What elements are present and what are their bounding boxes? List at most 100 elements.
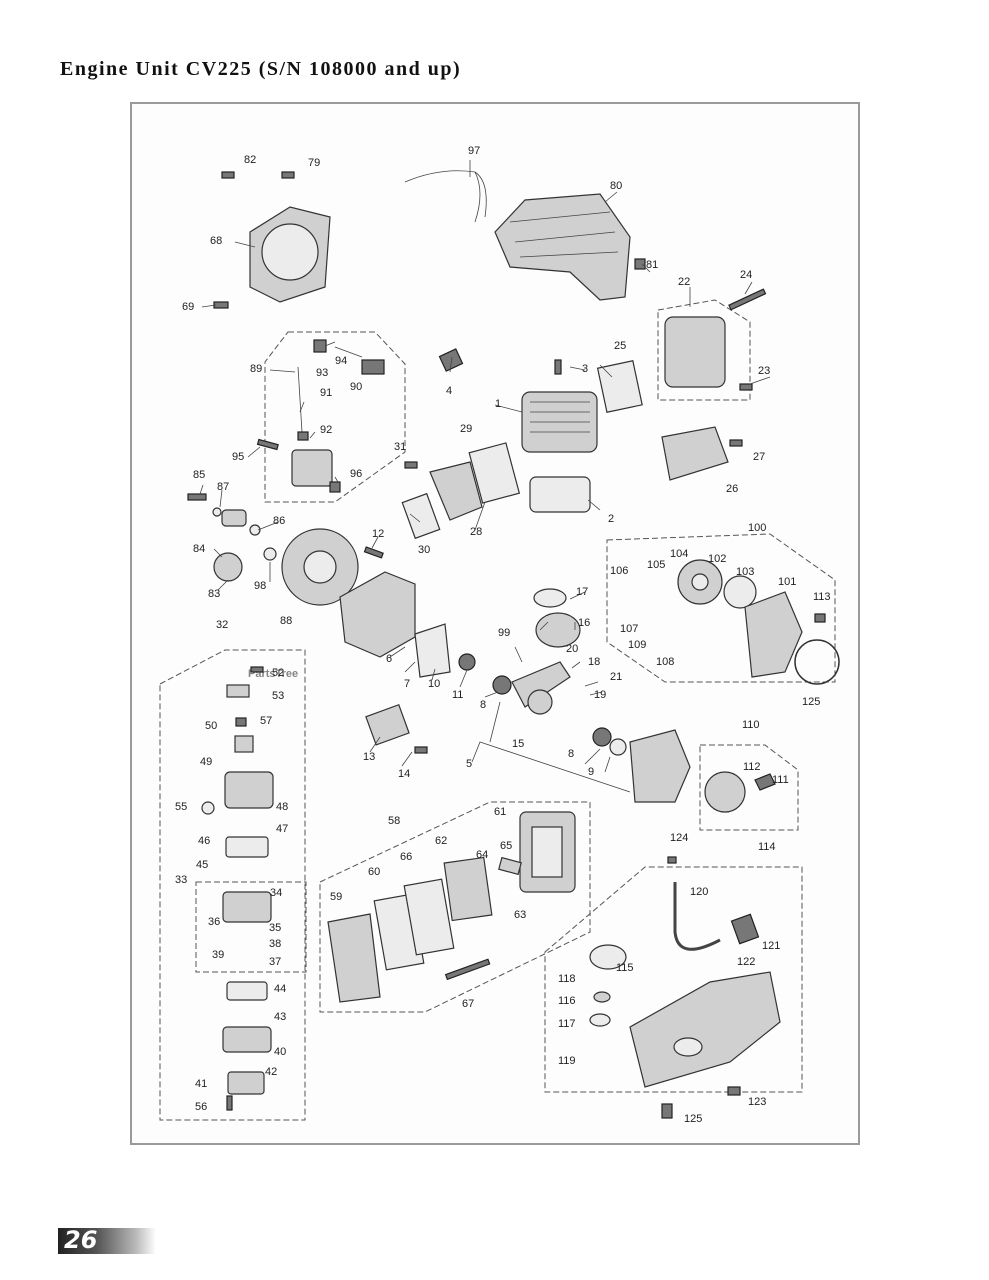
spring-103: [723, 575, 757, 609]
part-number-labels: 1 2 3 4 5 6 7 8 8 9 10 11 12 13 14 15 16…: [175, 145, 831, 1125]
page-title: Engine Unit CV225 (S/N 108000 and up): [60, 58, 462, 80]
part-label-117: 117: [558, 1018, 576, 1030]
part-label-108: 108: [656, 656, 674, 668]
part-label-81: 81: [646, 259, 658, 271]
part-label-48: 48: [276, 801, 288, 813]
part-label-102: 102: [708, 553, 726, 565]
part-label-38: 38: [269, 938, 281, 950]
part-label-37: 37: [269, 956, 281, 968]
part-label-47: 47: [276, 823, 288, 835]
part-label-43: 43: [274, 1011, 286, 1023]
wire-harness-97: [404, 170, 487, 223]
part-label-124: 124: [670, 832, 688, 844]
part-label-116: 116: [558, 995, 576, 1007]
part-label-68: 68: [210, 235, 222, 247]
part-label-96: 96: [350, 468, 362, 480]
starter-pulley-110: [704, 771, 776, 813]
part-label-63: 63: [514, 909, 526, 921]
part-label-101: 101: [778, 576, 796, 588]
part-label-35: 35: [269, 922, 281, 934]
part-label-34: 34: [270, 887, 282, 899]
part-label-80: 80: [610, 180, 622, 192]
plate-30: [401, 492, 441, 540]
air-cleaner-case-61: [519, 811, 576, 893]
part-label-85: 85: [193, 469, 205, 481]
part-label-122: 122: [737, 956, 755, 968]
page-number-badge: 26: [58, 1226, 156, 1254]
part-label-60: 60: [368, 866, 380, 878]
part-label-94: 94: [335, 355, 347, 367]
air-cleaner-cover-59: [327, 913, 381, 1003]
part-label-112: 112: [743, 761, 761, 773]
ignition-coil-89-group: [291, 366, 333, 487]
part-label-10: 10: [428, 678, 440, 690]
plate-62: [443, 856, 493, 922]
part-label-53: 53: [272, 690, 284, 702]
part-label-30: 30: [418, 544, 430, 556]
part-label-36: 36: [208, 916, 220, 928]
part-label-8b: 8: [568, 748, 574, 760]
part-label-93: 93: [316, 367, 328, 379]
part-label-13: 13: [363, 751, 375, 763]
group-outline-32: [159, 649, 306, 1121]
part-label-118: 118: [558, 973, 576, 985]
part-label-83: 83: [208, 588, 220, 600]
part-label-65: 65: [500, 840, 512, 852]
part-label-123: 123: [748, 1096, 766, 1108]
page-number: 26: [64, 1226, 98, 1254]
part-label-39: 39: [212, 949, 224, 961]
part-label-11: 11: [452, 689, 463, 701]
part-label-89: 89: [250, 363, 262, 375]
group-outline-33: [195, 881, 307, 973]
part-label-6: 6: [386, 653, 392, 665]
part-label-46: 46: [198, 835, 210, 847]
cylinder-1: [521, 391, 598, 453]
part-label-18: 18: [588, 656, 600, 668]
part-label-59: 59: [330, 891, 342, 903]
muffler-cover-26: [661, 426, 729, 481]
part-label-125a: 125: [802, 696, 820, 708]
part-label-12: 12: [372, 528, 384, 540]
part-label-42: 42: [265, 1066, 277, 1078]
part-label-31: 31: [394, 441, 406, 453]
part-label-114: 114: [758, 841, 776, 853]
part-label-67: 67: [462, 998, 474, 1010]
fan-housing-68: [249, 206, 331, 303]
part-label-100: 100: [748, 522, 766, 534]
part-label-103: 103: [736, 566, 754, 578]
group-outline-100: [606, 533, 836, 683]
part-label-5: 5: [466, 758, 472, 770]
part-label-45: 45: [196, 859, 208, 871]
piston-16: [535, 612, 581, 648]
part-label-15: 15: [512, 738, 524, 750]
fuel-tank-114: [629, 971, 781, 1088]
part-label-61: 61: [494, 806, 506, 818]
part-label-99: 99: [498, 627, 510, 639]
part-label-95: 95: [232, 451, 244, 463]
part-label-121: 121: [762, 940, 780, 952]
part-label-14: 14: [398, 768, 410, 780]
bearings: [458, 653, 627, 756]
intake-13: [365, 703, 410, 746]
part-label-1: 1: [495, 398, 501, 410]
hardware-bolts: [187, 171, 826, 1119]
part-label-98: 98: [254, 580, 266, 592]
part-label-58: 58: [388, 815, 400, 827]
part-label-33: 33: [175, 874, 187, 886]
part-label-125b: 125: [684, 1113, 702, 1125]
group-outline-114: [544, 866, 803, 1093]
clutch-83: [213, 509, 247, 582]
shroud-80: [494, 193, 631, 301]
part-label-21: 21: [610, 671, 622, 683]
part-label-28: 28: [470, 526, 482, 538]
part-label-40: 40: [274, 1046, 286, 1058]
part-label-97: 97: [468, 145, 480, 157]
part-label-7: 7: [404, 678, 410, 690]
leader-lines: [199, 160, 771, 793]
part-label-107: 107: [620, 623, 638, 635]
part-label-50: 50: [205, 720, 217, 732]
part-label-3: 3: [582, 363, 588, 375]
part-label-22: 22: [678, 276, 690, 288]
part-label-24: 24: [740, 269, 752, 281]
part-label-41: 41: [195, 1078, 207, 1090]
